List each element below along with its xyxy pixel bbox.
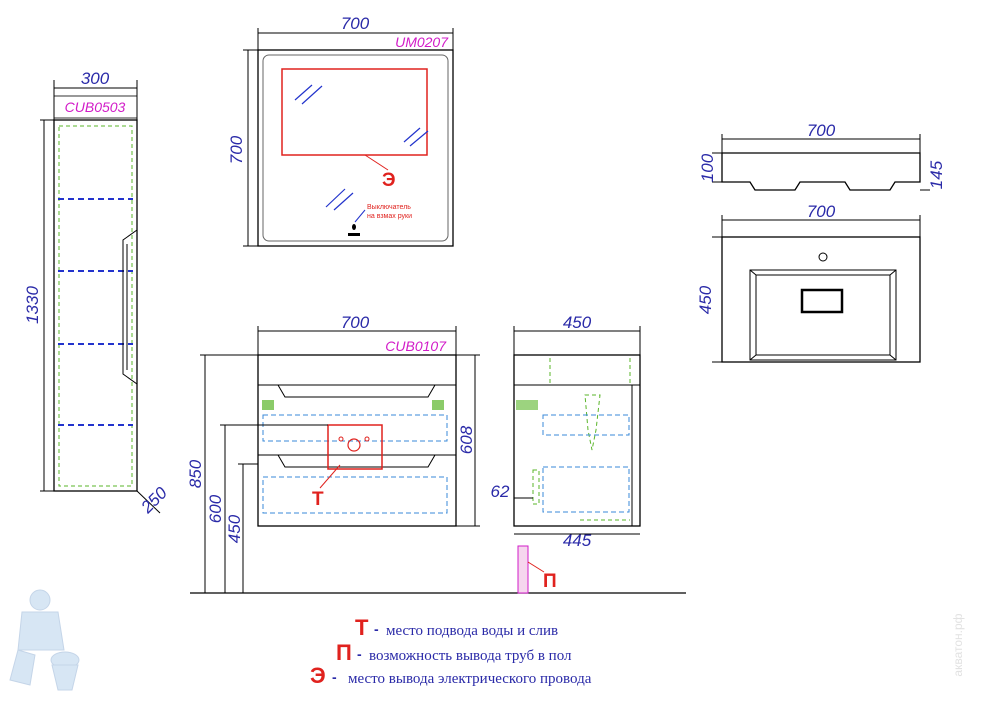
tall-cabinet-depth: 250 — [137, 483, 172, 518]
mirror: 700 UM0207 Э Выключатель на взмах руки 7… — [227, 14, 454, 247]
plumber-mascot-icon — [9, 589, 80, 691]
sink-side-width: 700 — [807, 121, 836, 140]
legend-text-p: возможность вывода труб в пол — [369, 648, 572, 664]
vanity-side: 450 445 62 П — [491, 313, 641, 594]
vanity-code: CUB0107 — [385, 338, 447, 354]
side-offset: 62 — [491, 482, 510, 501]
floor-pipe — [517, 545, 529, 594]
legend-symbol-p: П — [336, 640, 352, 665]
sink-drain — [800, 288, 844, 314]
switch-note-line2: на взмах руки — [367, 213, 412, 220]
vanity-height-600: 600 — [206, 494, 225, 523]
sink-height: 145 — [927, 160, 946, 189]
legend-symbol-t: Т — [355, 615, 369, 640]
mirror-code: UM0207 — [395, 34, 449, 50]
vanity-marker-t: Т — [312, 489, 324, 510]
vanity-body-height: 608 — [457, 425, 476, 454]
sink-side-view: 700 100 145 — [698, 121, 946, 191]
sink-top-width: 700 — [807, 202, 836, 221]
sink-thickness: 100 — [698, 153, 717, 182]
drawer-handle-bottom — [277, 454, 436, 468]
tall-cabinet-height: 1330 — [23, 286, 42, 324]
water-connection-zone — [327, 424, 383, 470]
drawer-handle-top — [277, 384, 436, 398]
legend-dash: - — [332, 669, 337, 685]
switch-note-line1: Выключатель — [367, 204, 411, 211]
tall-cabinet: 300 CUB0503 1330 250 — [23, 69, 171, 518]
mirror-width: 700 — [341, 14, 370, 33]
mirror-marker-e: Э — [382, 170, 396, 191]
side-inner-depth: 445 — [563, 531, 592, 550]
legend: Т - место подвода воды и слив П - возмож… — [310, 615, 592, 688]
tall-cabinet-width: 300 — [81, 69, 110, 88]
switch-icon — [352, 224, 356, 230]
legend-symbol-e: Э — [310, 663, 326, 688]
tall-cabinet-handle — [122, 229, 138, 385]
vanity-height-450: 450 — [225, 514, 244, 543]
tall-cabinet-code: CUB0503 — [65, 99, 126, 115]
side-marker-p: П — [543, 571, 557, 592]
sink-top-depth: 450 — [696, 285, 715, 314]
vanity-front: 700 CUB0107 Т 850 600 450 608 — [186, 313, 686, 594]
legend-dash: - — [357, 646, 362, 662]
vanity-width: 700 — [341, 313, 370, 332]
mirror-light-zone — [281, 68, 428, 156]
watermark: акватон.рф — [951, 613, 965, 676]
side-depth: 450 — [563, 313, 592, 332]
sink-top-view: 700 450 — [696, 202, 921, 363]
legend-dash: - — [374, 621, 379, 637]
mirror-height: 700 — [227, 135, 246, 164]
vanity-height-850: 850 — [186, 459, 205, 488]
legend-text-t: место подвода воды и слив — [386, 623, 558, 639]
legend-text-e: место вывода электрического провода — [348, 671, 592, 687]
